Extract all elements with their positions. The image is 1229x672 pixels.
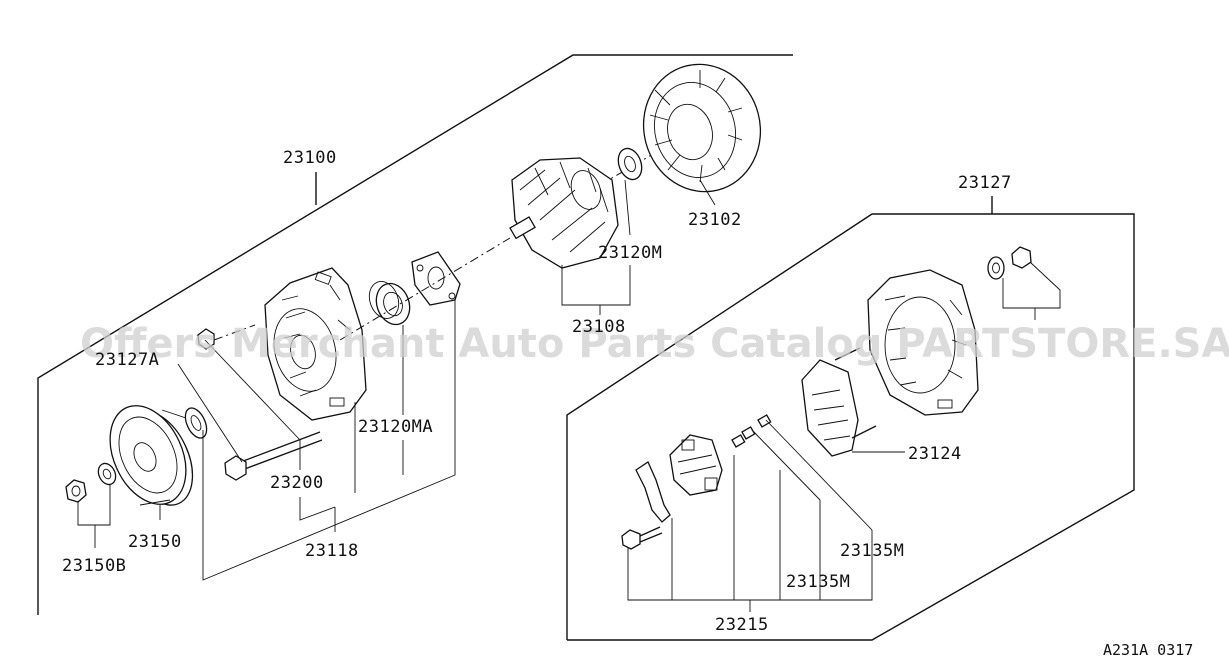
label-23118: 23118 <box>305 541 359 561</box>
label-23127A: 23127A <box>95 350 159 370</box>
label-23102: 23102 <box>688 210 742 230</box>
label-23100: 23100 <box>283 148 337 168</box>
label-23120MA: 23120MA <box>358 417 433 437</box>
diagram-code: A231A 0317 <box>1103 641 1193 659</box>
spacer-ring <box>184 407 208 439</box>
rotor-23108 <box>509 157 619 269</box>
leader-lines <box>77 179 1061 612</box>
rear-housing <box>867 269 979 416</box>
mounting-screw <box>621 526 663 550</box>
label-23124: 23124 <box>908 444 962 464</box>
stator-23102 <box>642 63 762 193</box>
retainer-plate <box>411 251 461 306</box>
terminal-strap <box>635 461 671 523</box>
through-bolt-23127A <box>197 324 323 481</box>
label-23135M-lower: 23135M <box>786 572 850 592</box>
label-23127: 23127 <box>958 173 1012 193</box>
pulley-23150 <box>109 405 194 506</box>
bearing-23120M <box>617 147 643 181</box>
label-23108: 23108 <box>572 317 626 337</box>
watermark-text: Offers Merchant Auto Parts Catalog PARTS… <box>80 321 1229 367</box>
label-23200: 23200 <box>270 473 324 493</box>
assembly-frame-23127 <box>566 196 1135 641</box>
rear-nuts <box>987 246 1032 280</box>
label-23150B: 23150B <box>62 556 126 576</box>
nut-washer-23150B <box>65 462 117 503</box>
front-housing-23118 <box>264 267 367 421</box>
regulator-brush-holder <box>669 434 723 496</box>
label-23215: 23215 <box>715 615 769 635</box>
brush-springs-23135M <box>731 414 772 448</box>
rectifier-23124 <box>801 347 877 457</box>
label-23150: 23150 <box>128 532 182 552</box>
label-23120M: 23120M <box>598 243 662 263</box>
bearing-23120MA <box>368 281 411 326</box>
label-23135M-upper: 23135M <box>840 541 904 561</box>
assembly-frame-23100 <box>37 54 793 615</box>
